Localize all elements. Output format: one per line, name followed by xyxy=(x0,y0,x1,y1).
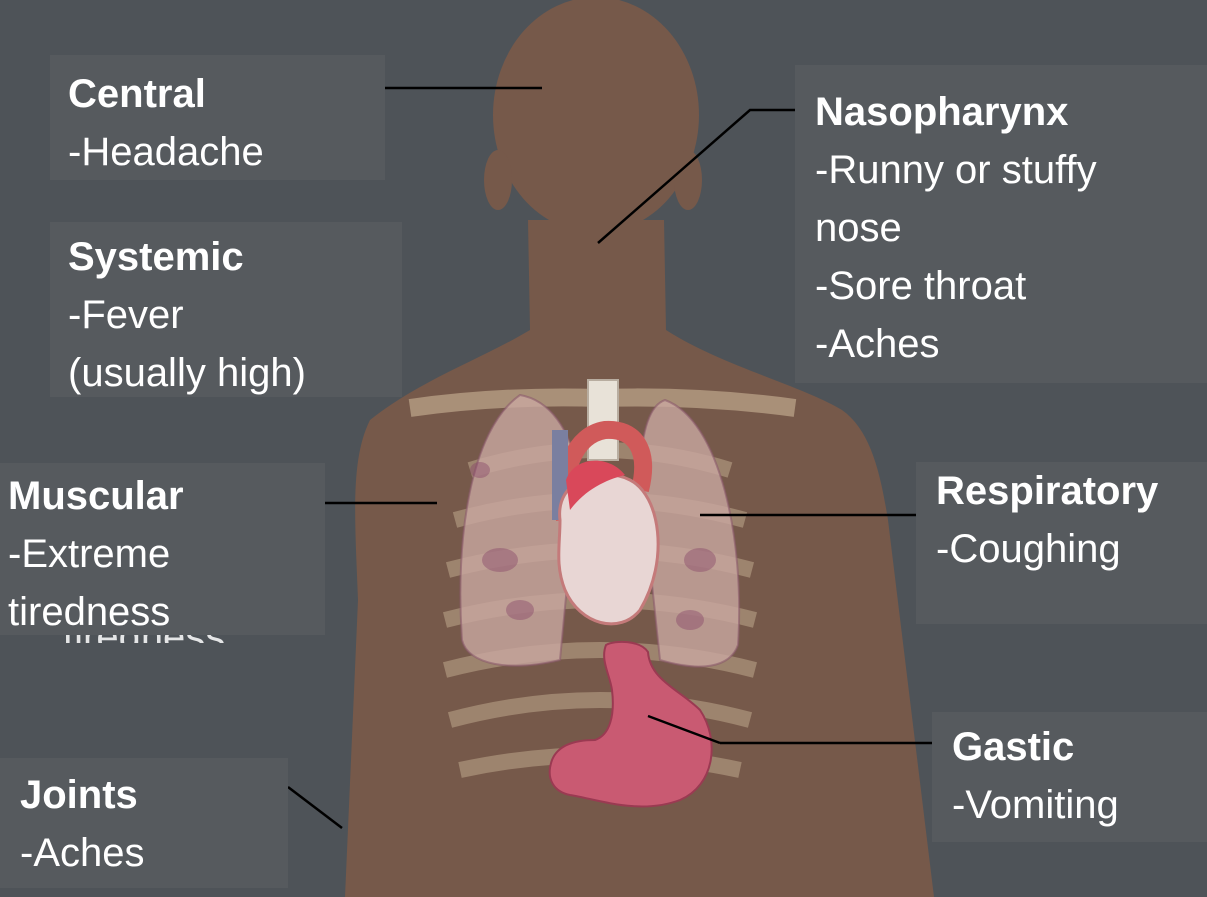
muscular-symptom-extreme: -Extreme xyxy=(8,525,325,583)
systemic-label-box: Systemic -Fever (usually high) xyxy=(50,222,402,397)
nasopharynx-title: Nasopharynx xyxy=(815,83,1207,141)
leader-line-joints xyxy=(288,787,342,828)
central-title: Central xyxy=(68,65,385,123)
nasopharynx-symptom-aches: -Aches xyxy=(815,315,1207,373)
joints-label-box: Joints -Aches xyxy=(0,758,288,888)
gastric-label-box: Gastic -Vomiting xyxy=(932,712,1207,842)
respiratory-symptom-coughing: -Coughing xyxy=(936,520,1207,578)
systemic-title: Systemic xyxy=(68,228,402,286)
gastric-title: Gastic xyxy=(952,718,1207,776)
central-symptom-headache: -Headache xyxy=(68,123,385,181)
nasopharynx-symptom-sore-throat: -Sore throat xyxy=(815,257,1207,315)
joints-title: Joints xyxy=(20,766,288,824)
joints-symptom-aches: -Aches xyxy=(20,824,288,882)
nasopharynx-symptom-runny-nose: -Runny or stuffy xyxy=(815,141,1207,199)
systemic-symptom-fever-note: (usually high) xyxy=(68,344,402,402)
central-label-box: Central -Headache xyxy=(50,55,385,180)
gastric-symptom-vomiting: -Vomiting xyxy=(952,776,1207,834)
respiratory-label-box: Respiratory -Coughing xyxy=(916,462,1207,624)
nasopharynx-symptom-runny-nose-cont: nose xyxy=(815,199,1207,257)
muscular-symptom-tiredness: tiredness xyxy=(8,583,325,641)
muscular-title: Muscular xyxy=(8,467,325,525)
trachea xyxy=(588,380,618,460)
systemic-symptom-fever: -Fever xyxy=(68,286,402,344)
nasopharynx-label-box: Nasopharynx -Runny or stuffy nose -Sore … xyxy=(795,65,1207,383)
muscular-label-box: Muscular -Extreme tiredness xyxy=(0,463,325,635)
respiratory-title: Respiratory xyxy=(936,462,1207,520)
